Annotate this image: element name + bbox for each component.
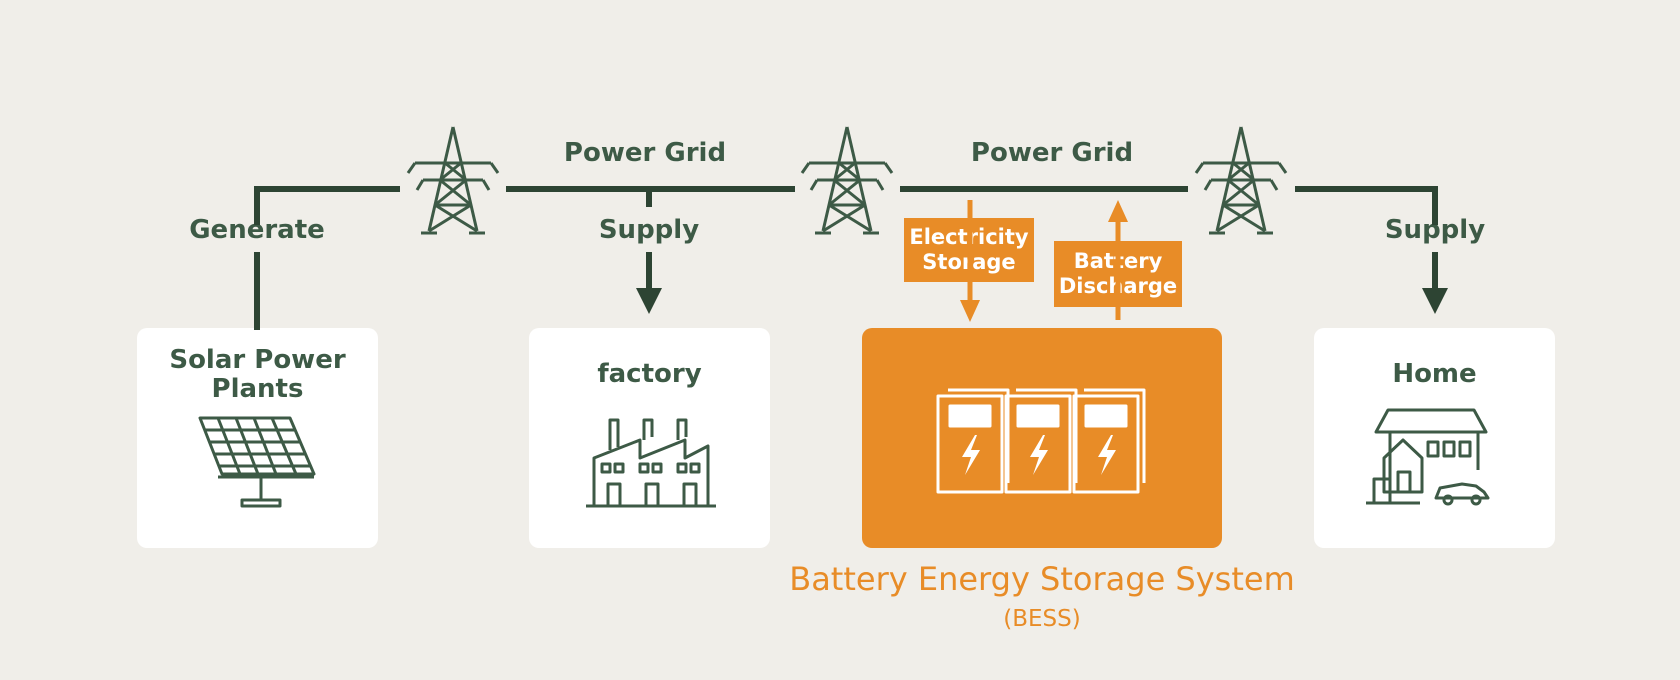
factory-title: factory: [597, 359, 702, 389]
solar-panel-icon: [198, 416, 316, 508]
battery-modules-icon: [936, 388, 1146, 494]
home-card: Home: [1314, 328, 1555, 548]
bess-subtitle: (BESS): [1003, 606, 1081, 632]
storage-arrow-icon: [960, 300, 980, 322]
grid-line: [254, 186, 1438, 330]
home-arrow-icon: [1422, 288, 1448, 314]
power-grid-label: Power Grid: [970, 138, 1134, 168]
supply-label: Supply: [598, 215, 700, 245]
bess-title: Battery Energy Storage System: [789, 560, 1295, 598]
factory-card: factory: [529, 328, 770, 548]
discharge-arrow-icon: [1108, 200, 1128, 222]
solar-plants-card: Solar Power Plants: [137, 328, 378, 548]
factory-icon: [586, 418, 716, 508]
tower-icon: [800, 125, 894, 235]
power-grid-label: Power Grid: [563, 138, 727, 168]
home-title: Home: [1392, 359, 1477, 389]
factory-arrow-icon: [636, 288, 662, 314]
solar-plants-title: Solar Power Plants: [169, 345, 346, 405]
home-icon: [1366, 408, 1490, 506]
tower-icon: [406, 125, 500, 235]
tower-icon: [1194, 125, 1288, 235]
